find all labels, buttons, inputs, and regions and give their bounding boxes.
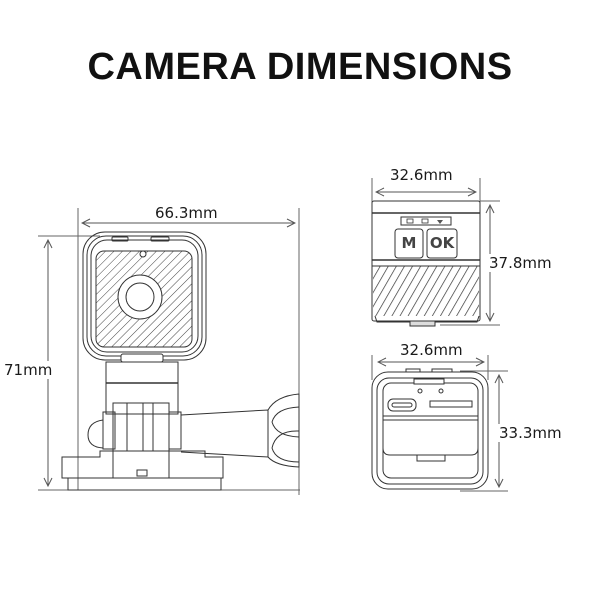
ports-width-label: 32.6mm (398, 341, 465, 359)
back-height-label: 37.8mm (487, 254, 554, 272)
ok-button (426, 228, 458, 259)
front-height-label: 71mm (2, 361, 55, 379)
front-view-with-mount (38, 208, 300, 495)
ports-height-label: 33.3mm (497, 424, 564, 442)
front-width-label: 66.3mm (153, 204, 220, 222)
led-indicator-2 (438, 388, 444, 394)
page-title: CAMERA DIMENSIONS (87, 46, 513, 88)
micro-usb-port (387, 398, 417, 412)
back-width-label: 32.6mm (388, 166, 455, 184)
mode-button (394, 228, 424, 259)
video-icon (421, 218, 429, 224)
mode-button-label: M (401, 234, 417, 252)
ports-view (371, 355, 508, 492)
sd-card-slot (429, 400, 473, 408)
wifi-icon (437, 220, 443, 224)
led-indicator-1 (417, 388, 423, 394)
ok-button-label: OK (429, 234, 455, 252)
back-view (371, 178, 500, 327)
camera-icon (406, 218, 414, 224)
